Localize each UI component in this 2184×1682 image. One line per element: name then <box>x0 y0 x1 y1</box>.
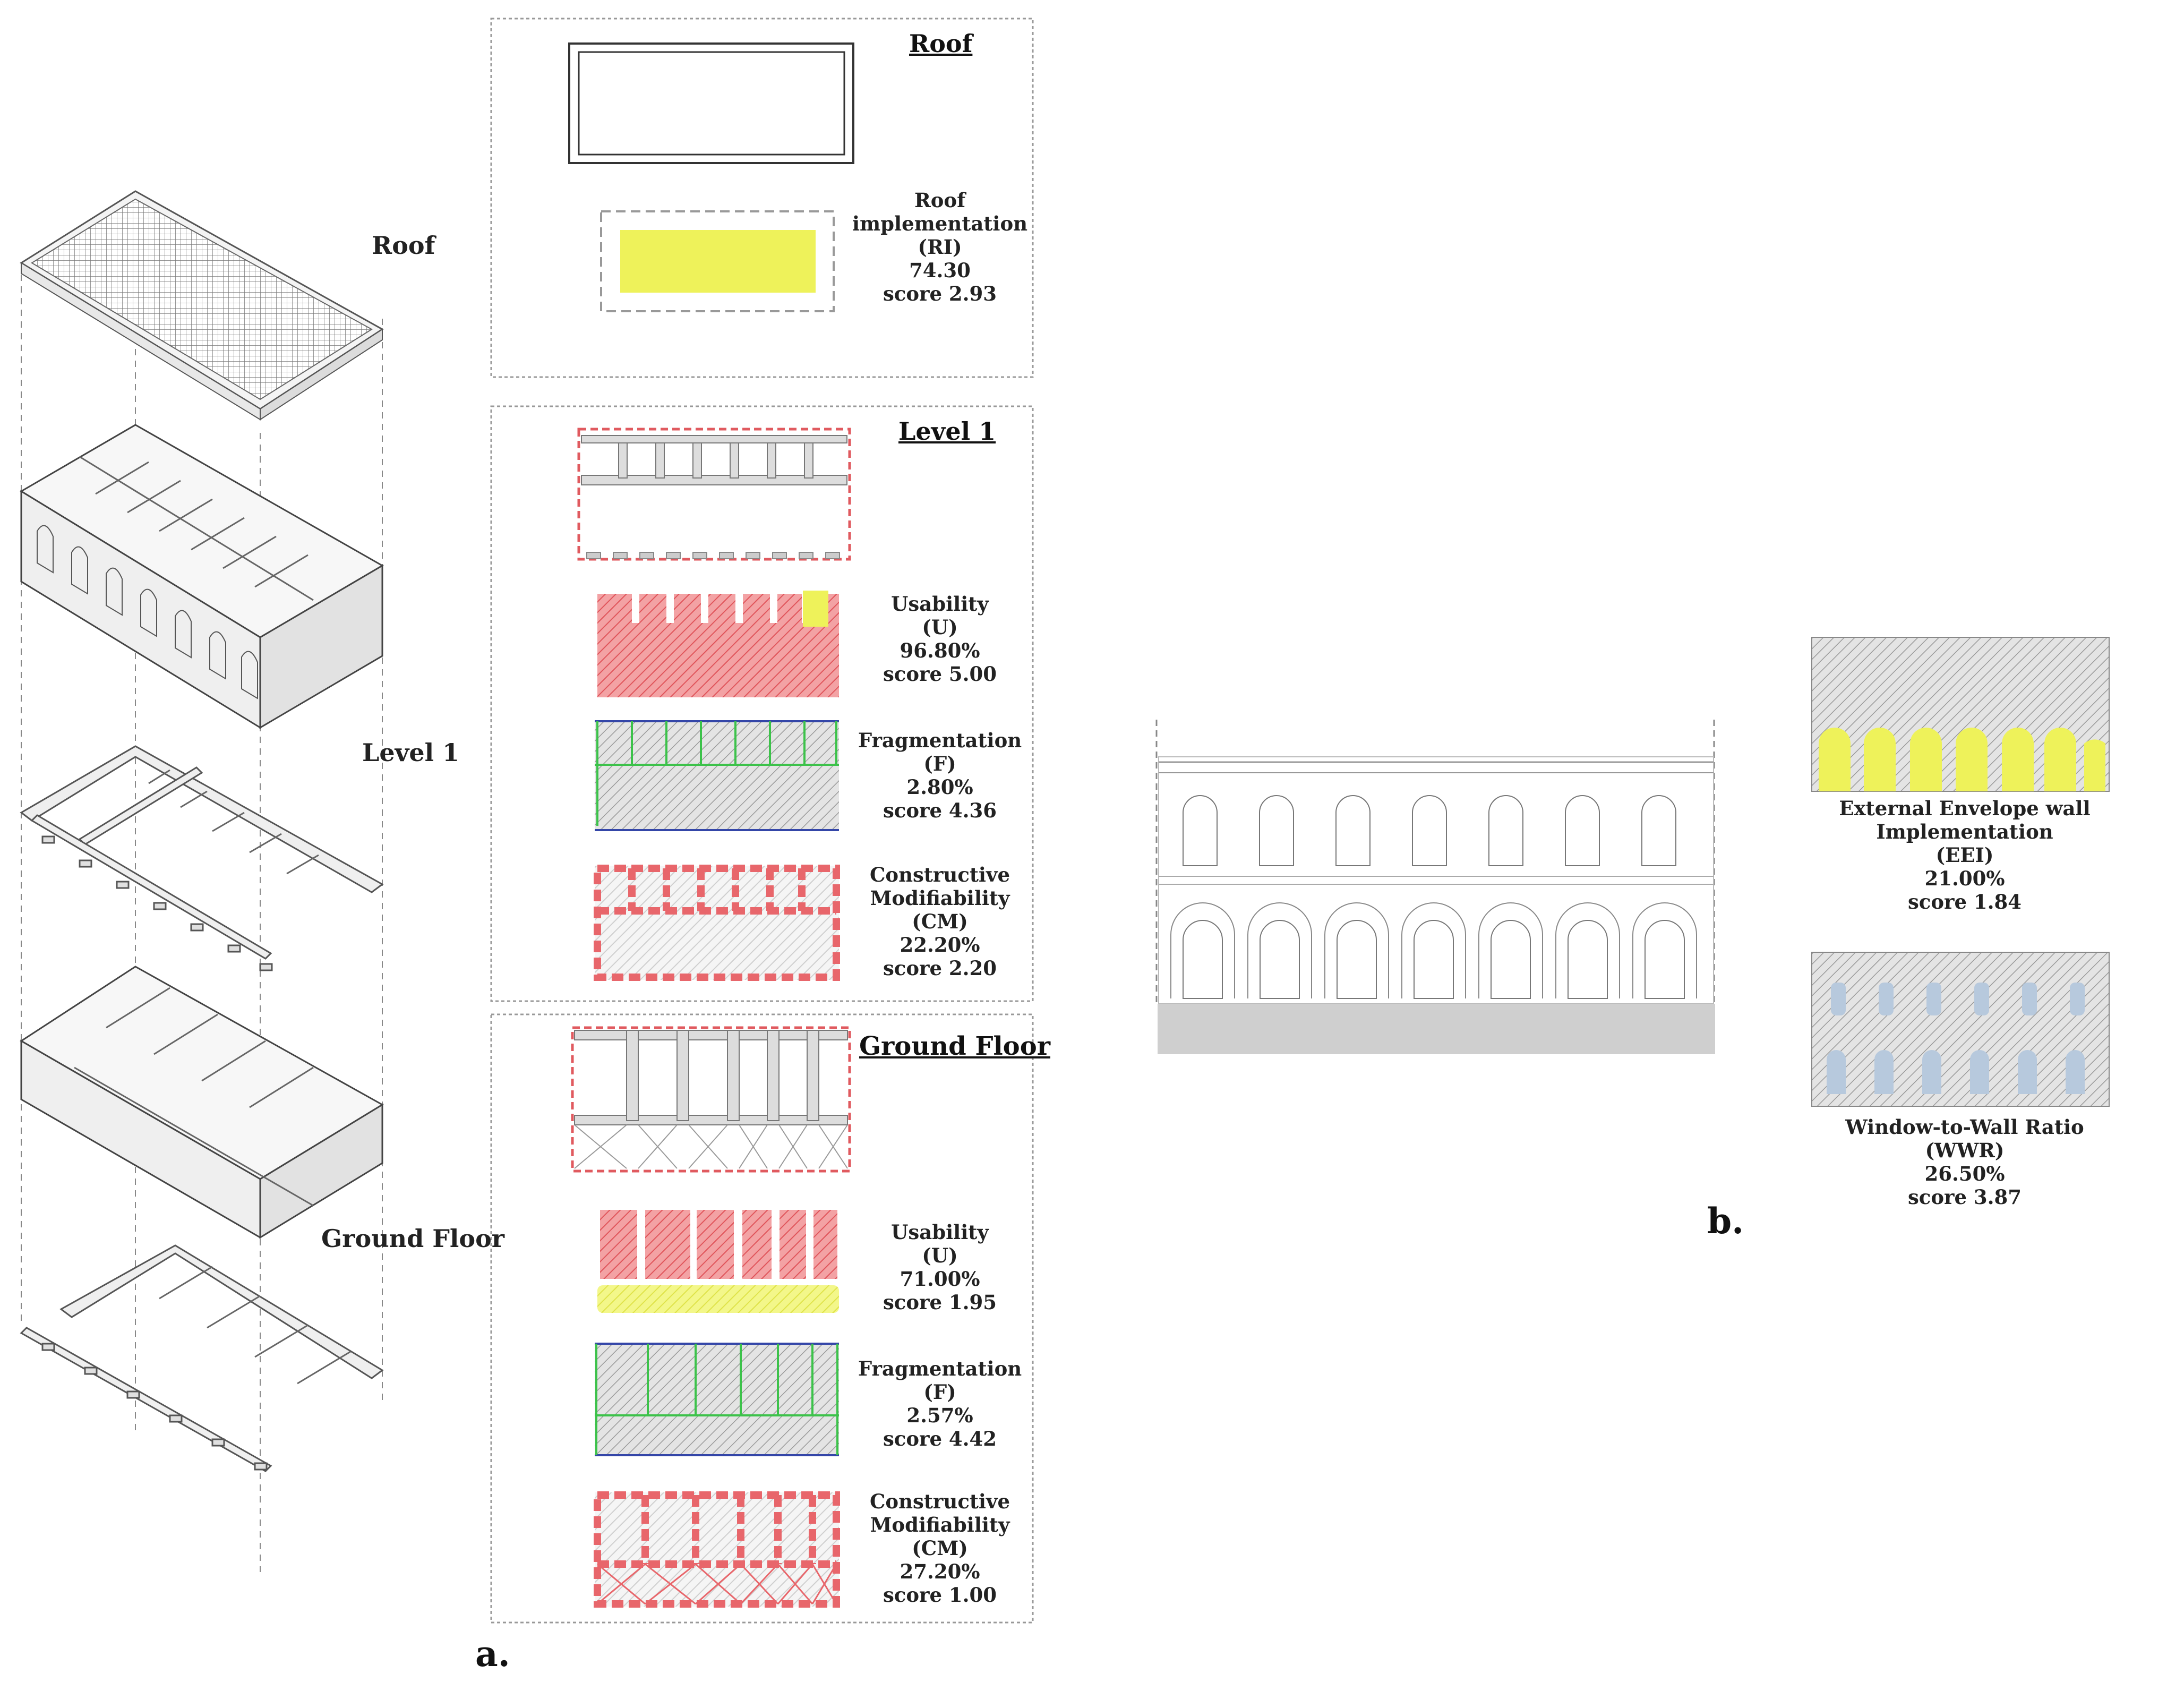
axon-label-ground: Ground Floor <box>321 1224 504 1253</box>
level1-modifiability-metric: Constructive Modifiability (CM) 22.20% s… <box>869 863 1010 980</box>
roof-implementation-area <box>620 230 816 293</box>
level1-panel-title: Level 1 <box>898 417 996 446</box>
level1-usability-metric: Usability (U) 96.80% score 5.00 <box>883 592 997 686</box>
part-label-a: a. <box>475 1633 510 1675</box>
facade-elevation <box>1155 720 1715 1054</box>
ground-modifiability-metric: Constructive Modifiability (CM) 27.20% s… <box>869 1490 1010 1607</box>
ground-panel-frame <box>490 1013 1034 1624</box>
axon-label-level1: Level 1 <box>362 738 460 767</box>
axonometric-view <box>20 190 384 1572</box>
level1-panel-drawings <box>577 428 851 981</box>
wwr-diagram <box>1811 952 2110 1107</box>
axon-level1-plan <box>20 745 384 971</box>
ground-panel-title: Ground Floor <box>859 1031 1050 1061</box>
level1-modifiability-area <box>595 866 839 980</box>
axon-ground <box>20 966 384 1239</box>
eei-diagram <box>1811 637 2110 792</box>
ground-fragmentation-metric: Fragmentation (F) 2.57% score 4.42 <box>858 1357 1022 1450</box>
roof-panel-title: Roof <box>909 29 973 58</box>
axon-ground-plan <box>20 1244 384 1472</box>
axon-roof <box>20 190 384 421</box>
ground-usability-area <box>600 1210 837 1279</box>
level1-fragmentation-area <box>595 721 839 830</box>
panel-frames <box>490 18 1034 1624</box>
ground-usability-metric: Usability (U) 71.00% score 1.95 <box>883 1220 997 1314</box>
ground-fragmentation-area <box>595 1344 839 1455</box>
ground-panel-drawings <box>571 1026 851 1608</box>
wwr-metric: Window-to-Wall Ratio (WWR) 26.50% score … <box>1845 1115 2084 1209</box>
axon-label-roof: Roof <box>372 231 435 260</box>
eei-metric: External Envelope wall Implementation (E… <box>1839 797 2091 913</box>
part-label-b: b. <box>1707 1200 1744 1242</box>
roof-panel-frame <box>490 18 1034 378</box>
ground-modifiability-area <box>595 1492 839 1607</box>
roof-ri-metric: Roof implementation (RI) 74.30 score 2.9… <box>852 189 1028 305</box>
level1-fragmentation-metric: Fragmentation (F) 2.80% score 4.36 <box>858 729 1022 822</box>
axon-level1 <box>20 424 384 729</box>
level1-panel-frame <box>490 405 1034 1002</box>
roof-panel-drawings <box>568 42 854 312</box>
